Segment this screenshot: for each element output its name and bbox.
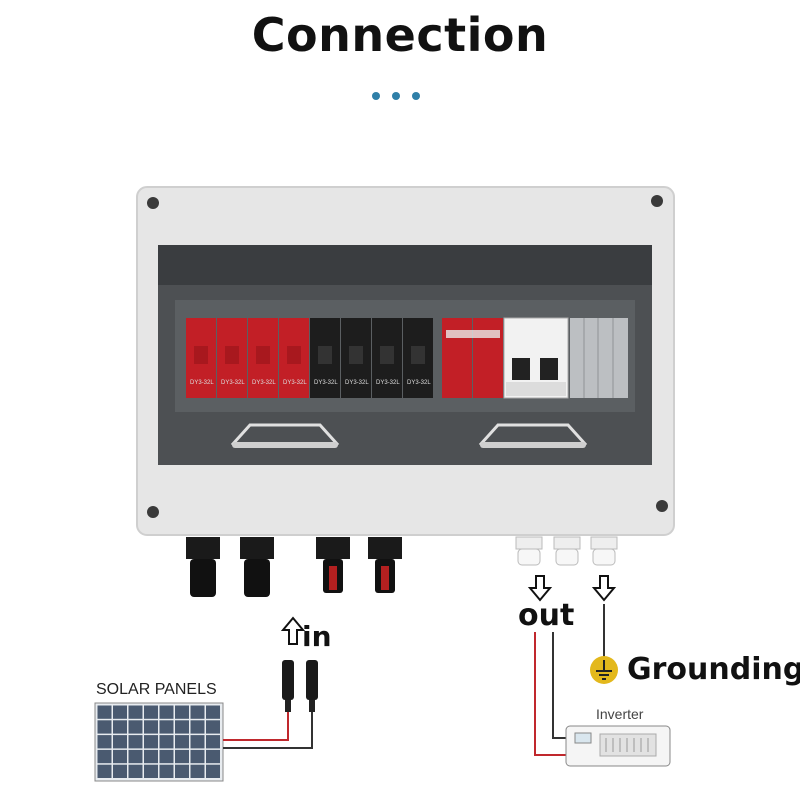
solar-cell — [159, 720, 174, 734]
cover-top-band — [158, 245, 652, 285]
breaker-base — [506, 382, 566, 396]
module-window — [380, 346, 394, 364]
module-window — [194, 346, 208, 364]
solar-cell — [190, 764, 205, 778]
solar-cell — [190, 749, 205, 764]
solar-cell — [97, 705, 112, 719]
solar-cell — [206, 720, 220, 734]
solar-cell — [97, 749, 112, 764]
arrow-down-icon — [527, 575, 553, 602]
mc4-connector — [368, 537, 402, 593]
enclosure-screw — [651, 195, 663, 207]
solar-cell — [97, 735, 112, 749]
blank-slot-cover — [570, 318, 628, 398]
solar-cell — [206, 705, 220, 719]
cable-gland — [553, 536, 581, 566]
module-label: DY3-32L — [283, 380, 307, 386]
cover-handle-bar — [480, 442, 586, 448]
module-label: DY3-32L — [314, 380, 338, 386]
module-window — [225, 346, 239, 364]
solar-cell — [159, 764, 174, 778]
dot — [412, 92, 420, 100]
module-label: DY3-32L — [407, 380, 431, 386]
breaker-toggle — [512, 358, 530, 380]
input-wire-red — [223, 712, 289, 741]
enclosure-screw — [656, 500, 668, 512]
dot — [372, 92, 380, 100]
solar-cell — [113, 720, 127, 734]
inverter-label: Inverter — [596, 706, 644, 722]
module-rail — [186, 318, 433, 398]
grounding-label: Grounding — [627, 652, 800, 687]
solar-cell — [190, 720, 205, 734]
solar-cell — [144, 705, 158, 719]
solar-cell — [190, 735, 205, 749]
solar-cell — [175, 764, 189, 778]
solar-cell — [97, 764, 112, 778]
mc4-pair — [282, 660, 318, 712]
cover-handle-right — [478, 423, 588, 447]
solar-cell — [128, 749, 143, 764]
mc4-connector — [240, 537, 274, 597]
enclosure-screw — [147, 197, 159, 209]
solar-cell — [128, 764, 143, 778]
solar-panels-label: SOLAR PANELS — [96, 681, 217, 698]
solar-cell — [144, 764, 158, 778]
input-wire-dark — [223, 712, 313, 749]
solar-cell — [144, 735, 158, 749]
output-wire-dark — [552, 632, 575, 739]
module-window — [318, 346, 332, 364]
cover-handle-left — [230, 423, 340, 447]
cable-gland — [515, 536, 543, 566]
solar-cell — [144, 720, 158, 734]
page-title: Connection — [251, 8, 549, 62]
module-window — [287, 346, 301, 364]
solar-cell — [175, 705, 189, 719]
solar-cell — [113, 735, 127, 749]
solar-cell — [190, 705, 205, 719]
arrow-up-icon — [280, 616, 306, 645]
title-dots — [370, 92, 430, 102]
solar-cell — [113, 764, 127, 778]
solar-cell — [206, 749, 220, 764]
module-label: DY3-32L — [345, 380, 369, 386]
arrow-down-icon — [591, 575, 617, 602]
solar-cell — [97, 720, 112, 734]
module-label: DY3-32L — [221, 380, 245, 386]
solar-cell — [206, 735, 220, 749]
solar-cell — [144, 749, 158, 764]
solar-cell — [159, 749, 174, 764]
solar-cell — [113, 749, 127, 764]
mc4-connector — [186, 537, 220, 597]
cable-gland — [590, 536, 618, 566]
module-window — [349, 346, 363, 364]
solar-cell — [128, 735, 143, 749]
solar-cell — [159, 705, 174, 719]
solar-cell — [159, 735, 174, 749]
solar-panel — [94, 702, 224, 782]
cover-handle-bar — [232, 442, 338, 448]
in-label: in — [302, 620, 332, 653]
solar-cell — [175, 720, 189, 734]
out-label: out — [518, 598, 575, 633]
surge-protector-label — [446, 330, 500, 338]
breaker-toggle — [540, 358, 558, 380]
solar-cell — [175, 735, 189, 749]
enclosure-screw — [147, 506, 159, 518]
mc4-connector — [316, 537, 350, 593]
solar-cell — [128, 705, 143, 719]
dot — [392, 92, 400, 100]
module-window — [256, 346, 270, 364]
solar-cell — [113, 705, 127, 719]
module-window — [411, 346, 425, 364]
module-label: DY3-32L — [252, 380, 276, 386]
module-label: DY3-32L — [190, 380, 214, 386]
solar-cell — [175, 749, 189, 764]
solar-cell — [128, 720, 143, 734]
inverter-device — [565, 725, 671, 767]
module-label: DY3-32L — [376, 380, 400, 386]
output-wire-red — [534, 632, 570, 756]
solar-cell — [206, 764, 220, 778]
